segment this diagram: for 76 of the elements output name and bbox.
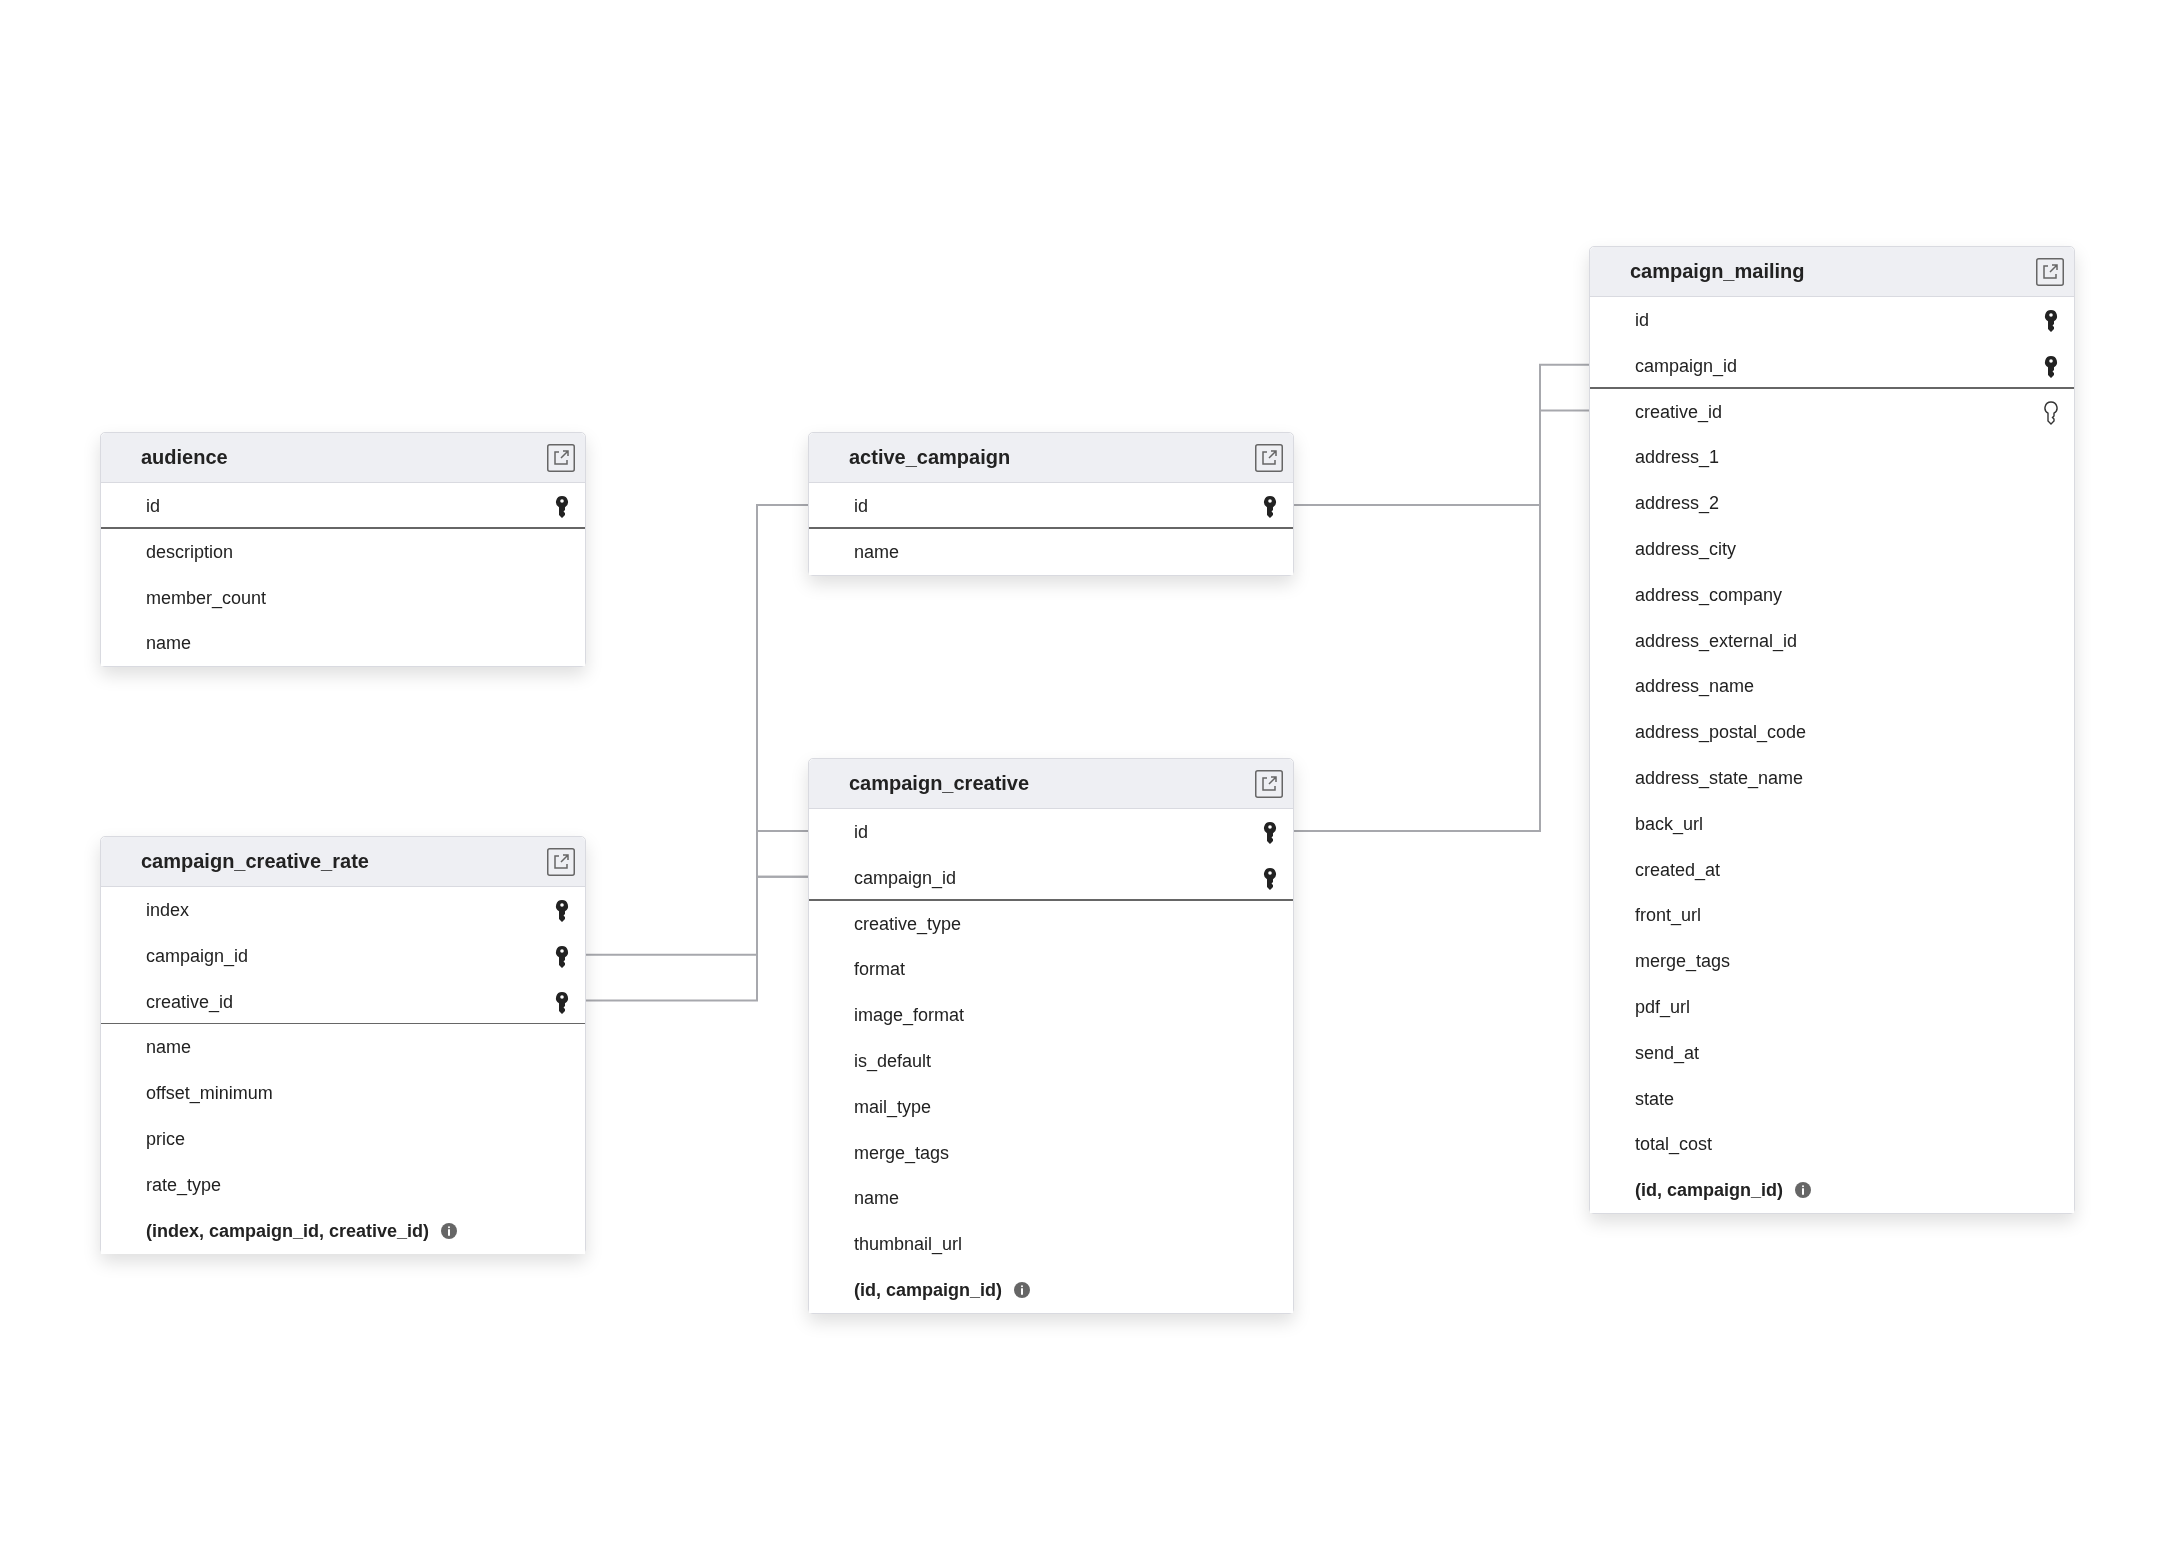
column-name: address_1 <box>1635 447 1720 469</box>
column-name: address_postal_code <box>1635 722 1807 744</box>
connector-line <box>1293 409 1590 832</box>
column-name: name <box>146 1037 192 1059</box>
column-name: back_url <box>1635 813 1704 835</box>
table-row <box>101 620 585 667</box>
column-name: address_name <box>1635 676 1755 698</box>
column-name: address_external_id <box>1635 630 1798 652</box>
table-row <box>809 528 1293 575</box>
column-name: address_company <box>1635 584 1783 606</box>
column-name: name <box>854 1188 900 1210</box>
table-card <box>808 758 1294 1314</box>
column-name: id <box>854 822 868 843</box>
table-row <box>101 528 585 575</box>
column-name: creative_type <box>854 913 962 935</box>
column-name: front_url <box>1635 905 1702 927</box>
column-name: address_state_name <box>1635 768 1804 789</box>
column-name: address_city <box>1635 539 1737 560</box>
table-name: campaign_mailing <box>1630 260 1805 283</box>
column-name: is_default <box>854 1051 932 1072</box>
column-name: thumbnail_url <box>854 1234 963 1256</box>
column-name: creative_id <box>146 991 234 1013</box>
table-row <box>809 854 1293 901</box>
column-name: merge_tags <box>1635 951 1731 973</box>
column-name: state <box>1635 1088 1675 1110</box>
table-card <box>1589 246 2075 1214</box>
column-name: name <box>146 633 192 655</box>
column-name: created_at <box>1635 859 1721 881</box>
column-name: index <box>146 900 190 921</box>
table-row <box>1590 342 2074 389</box>
column-name: total_cost <box>1635 1134 1713 1156</box>
column-name: rate_type <box>146 1174 222 1196</box>
table-row <box>809 483 1293 529</box>
column-name: creative_id <box>1635 401 1723 423</box>
table-row <box>101 978 585 1025</box>
table-row <box>101 483 585 529</box>
table-row <box>809 1267 1293 1313</box>
table-card <box>808 432 1294 576</box>
table-row <box>1590 388 2074 435</box>
connector-line <box>1293 363 1590 506</box>
table-row <box>809 809 1293 855</box>
column-name: mail_type <box>854 1096 932 1118</box>
table-card <box>100 432 586 668</box>
column-name: (index, campaign_id, creative_id) <box>146 1220 430 1242</box>
table-name: active_campaign <box>849 446 1011 469</box>
connector-line <box>585 875 809 956</box>
column-name: (id, campaign_id) <box>1635 1180 1784 1202</box>
column-name: description <box>146 541 234 563</box>
column-name: name <box>854 541 900 563</box>
table-row <box>1590 297 2074 343</box>
column-name: address_2 <box>1635 493 1720 515</box>
connector-line <box>585 829 809 1002</box>
table-row <box>101 1207 585 1254</box>
column-name: image_format <box>854 1005 965 1027</box>
column-name: campaign_id <box>146 945 249 967</box>
column-name: campaign_id <box>854 867 957 889</box>
table-name: campaign_creative_rate <box>141 850 369 873</box>
table-row <box>101 1024 585 1071</box>
column-name: id <box>854 496 868 517</box>
column-name: member_count <box>146 587 267 609</box>
column-name: id <box>146 496 160 517</box>
column-name: offset_minimum <box>146 1083 273 1105</box>
column-name: id <box>1635 310 1649 331</box>
column-name: merge_tags <box>854 1142 950 1164</box>
table-row <box>809 900 1293 947</box>
column-name: price <box>146 1129 185 1150</box>
table-name: campaign_creative <box>849 772 1030 795</box>
column-name: format <box>854 959 905 981</box>
table-row <box>101 887 585 933</box>
column-name: pdf_url <box>1635 997 1691 1018</box>
column-name: (id, campaign_id) <box>854 1280 1003 1301</box>
table-card <box>100 836 586 1255</box>
column-name: campaign_id <box>1635 355 1738 377</box>
table-name: audience <box>141 446 228 469</box>
column-name: send_at <box>1635 1042 1700 1064</box>
table-row <box>1590 1167 2074 1214</box>
